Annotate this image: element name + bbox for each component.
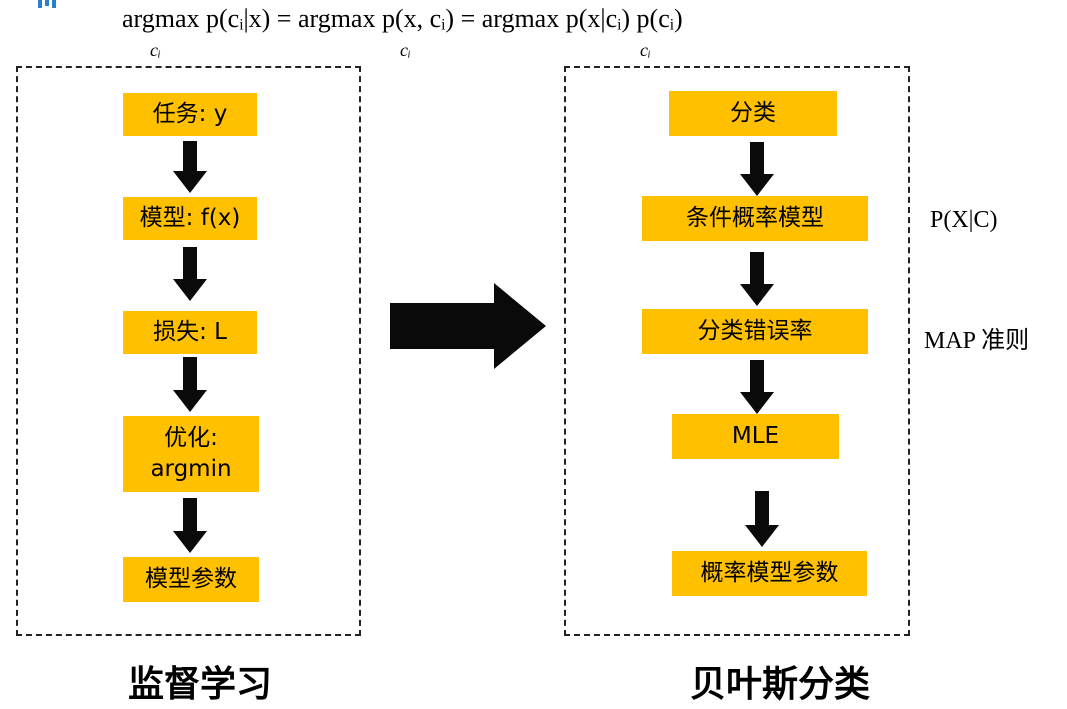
step-model: 模型: f(x) [123,197,257,240]
side-label-map: MAP 准则 [924,328,1030,354]
formula-subscript-3: cᵢ [640,40,651,60]
bayes-classification-panel [564,66,910,636]
step-optimize: 优化: argmin [123,416,259,492]
formula-subscript-1: cᵢ [150,40,161,60]
left-caption: 监督学习 [127,664,272,705]
down-arrow-icon [173,141,207,193]
supervised-learning-panel [16,66,361,636]
step-model-params: 模型参数 [123,557,259,602]
down-arrow-icon [173,357,207,412]
right-arrow-icon [390,283,546,369]
down-arrow-icon [173,498,207,553]
formula-text: argmax p(cᵢ|x) = argmax p(x, cᵢ) = argma… [122,4,683,33]
down-arrow-icon [740,360,774,414]
step-prob-model-params: 概率模型参数 [672,551,867,596]
down-arrow-icon [745,491,779,547]
step-mle: MLE [672,414,839,459]
step-task: 任务: y [123,93,257,136]
step-error-rate: 分类错误率 [642,309,868,354]
logo-fragment-icon [38,0,56,8]
down-arrow-icon [173,247,207,301]
bayes-formula: argmax p(cᵢ|x) = argmax p(x, cᵢ) = argma… [122,4,902,64]
side-label-pxc: P(X|C) [930,207,998,233]
step-loss: 损失: L [123,311,257,354]
down-arrow-icon [740,252,774,306]
right-caption: 贝叶斯分类 [689,664,870,705]
formula-subscript-2: cᵢ [400,40,411,60]
down-arrow-icon [740,142,774,196]
step-classify: 分类 [669,91,837,136]
step-conditional-prob-model: 条件概率模型 [642,196,868,241]
